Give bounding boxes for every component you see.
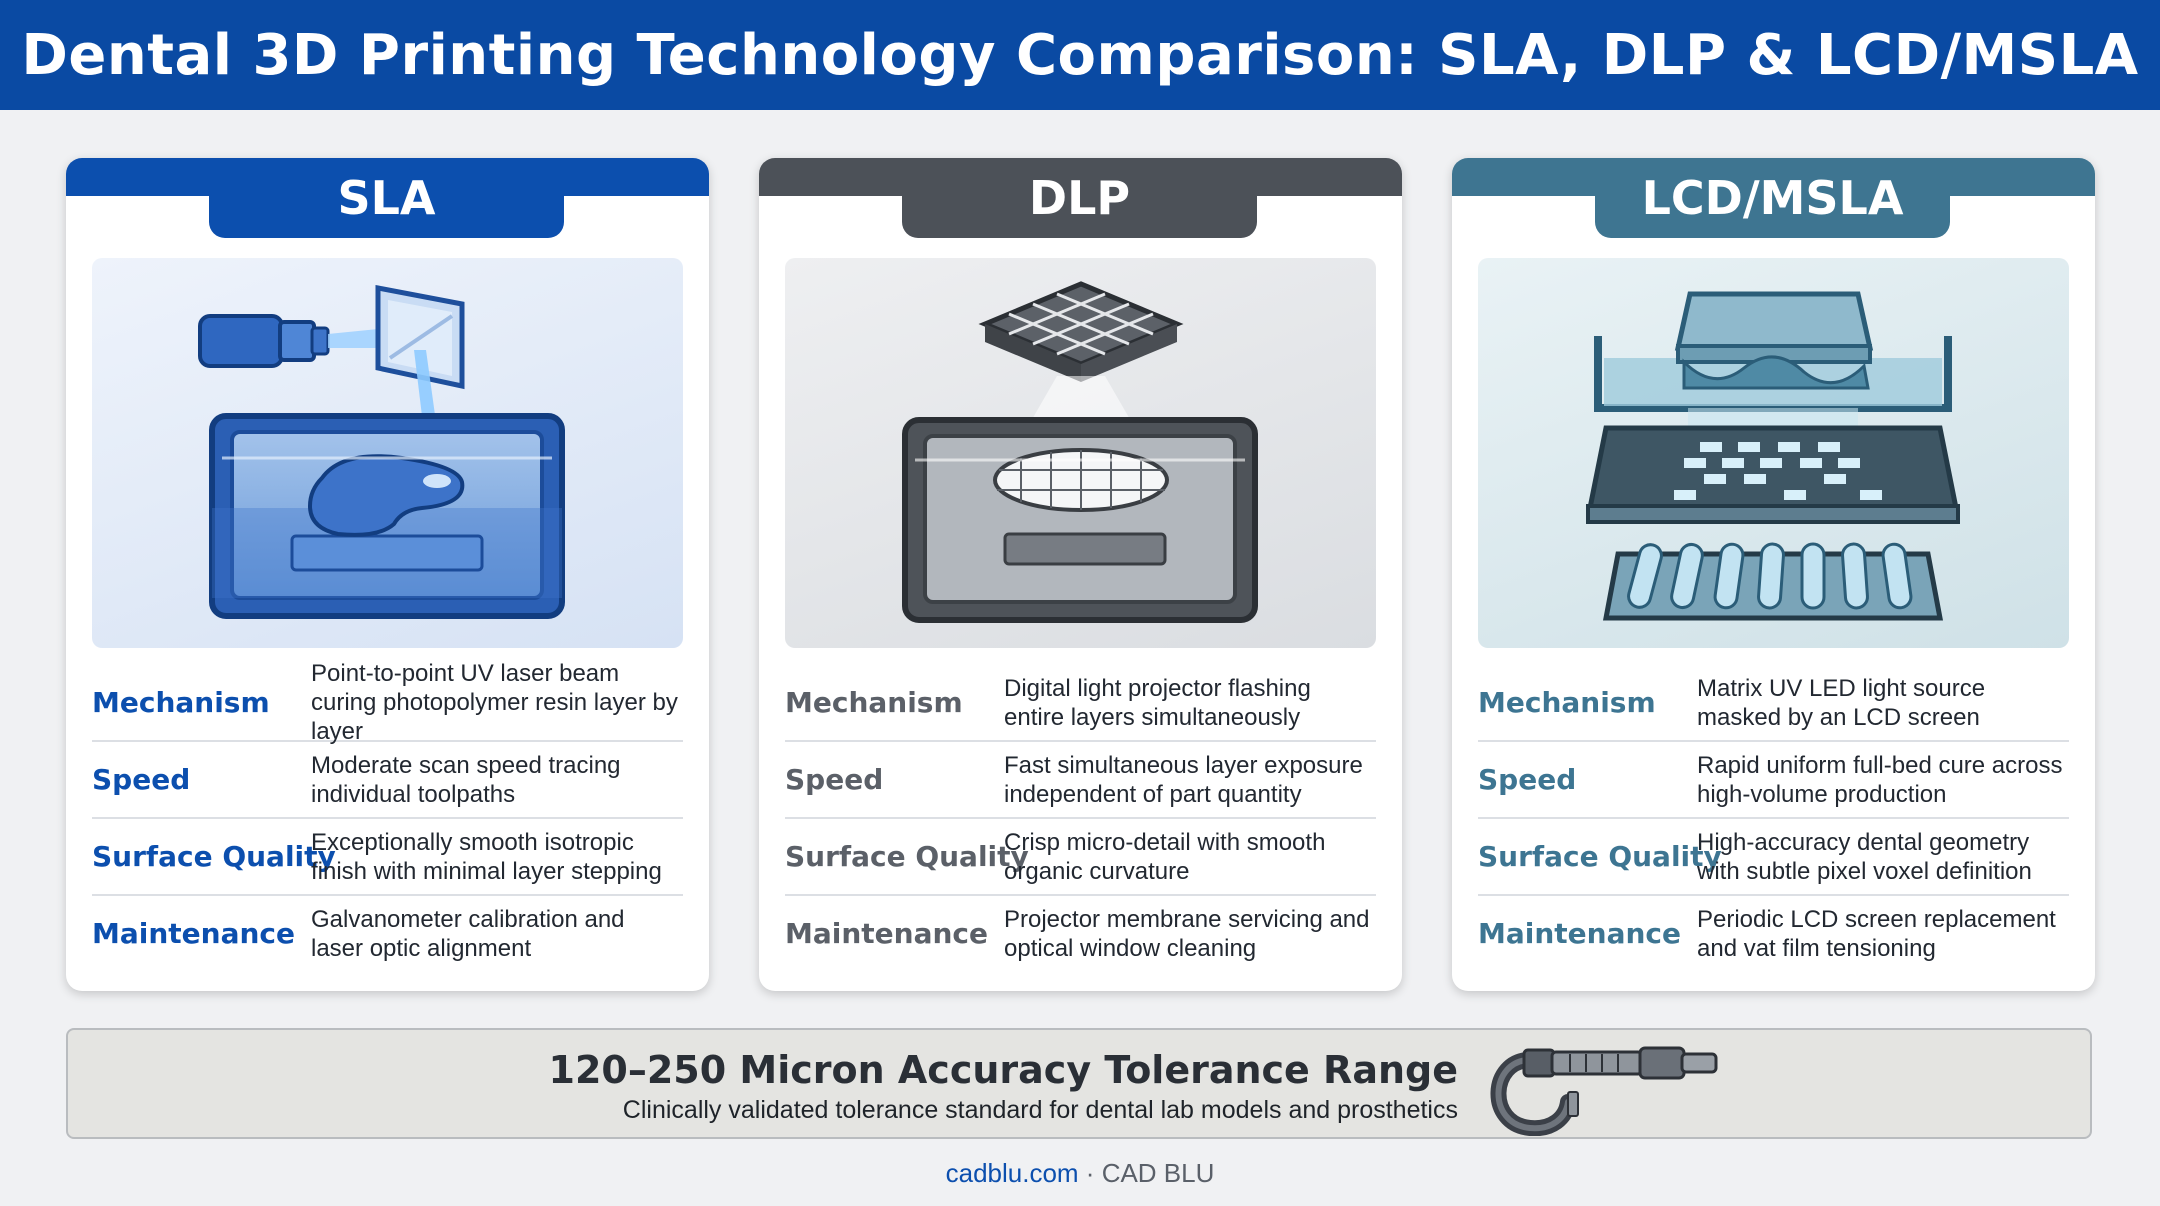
property-list: Mechanism Matrix UV LED light source mas… (1478, 665, 2069, 971)
property-row: Speed Moderate scan speed tracing indivi… (92, 742, 683, 819)
property-text: High-accuracy dental geometry with subtl… (1697, 828, 2032, 885)
property-label: Maintenance (785, 917, 989, 950)
property-label: Speed (92, 763, 191, 796)
property-row: Maintenance Galvanometer calibration and… (92, 896, 683, 971)
property-text: Moderate scan speed tracing individual t… (311, 751, 621, 808)
property-text: Projector membrane servicing and optical… (1004, 905, 1370, 962)
page-title: Dental 3D Printing Technology Comparison… (21, 22, 2139, 88)
property-label: Surface Quality (785, 840, 1029, 873)
property-text: Matrix UV LED light source masked by an … (1697, 674, 1986, 731)
micrometer-icon (1490, 1046, 1718, 1136)
property-row: Mechanism Matrix UV LED light source mas… (1478, 665, 2069, 742)
property-row: Surface Quality Exceptionally smooth iso… (92, 819, 683, 896)
tolerance-subtitle: Clinically validated tolerance standard … (622, 1096, 1458, 1124)
sla-card: SLA (66, 158, 709, 991)
property-row: Surface Quality Crisp micro-detail with … (785, 819, 1376, 896)
dlp-card: DLP (759, 158, 1402, 991)
tolerance-title: 120–250 Micron Accuracy Tolerance Range (548, 1048, 1458, 1092)
property-text: Periodic LCD screen replacement and vat … (1697, 905, 2056, 962)
property-text: Fast simultaneous layer exposure indepen… (1004, 751, 1363, 808)
property-label: Maintenance (1478, 917, 1682, 950)
laser-vat-icon (92, 258, 683, 648)
card-title: LCD/MSLA (1595, 158, 1950, 238)
property-row: Surface Quality High-accuracy dental geo… (1478, 819, 2069, 896)
brand-name: CAD BLU (1101, 1158, 1215, 1188)
credit-line: cadblu.com · CAD BLU (0, 1158, 2160, 1189)
property-row: Maintenance Projector membrane servicing… (785, 896, 1376, 971)
property-label: Speed (785, 763, 884, 796)
card-title: SLA (209, 158, 564, 238)
property-label: Mechanism (1478, 686, 1656, 719)
property-label: Mechanism (785, 686, 963, 719)
property-label: Maintenance (92, 917, 296, 950)
property-row: Speed Fast simultaneous layer exposure i… (785, 742, 1376, 819)
site-link[interactable]: cadblu.com (945, 1158, 1079, 1188)
property-label: Speed (1478, 763, 1577, 796)
property-label: Surface Quality (1478, 840, 1722, 873)
projector-vat-icon (785, 258, 1376, 648)
property-list: Mechanism Point-to-point UV laser beam c… (92, 660, 683, 971)
property-text: Digital light projector flashing entire … (1004, 674, 1311, 731)
card-title: DLP (902, 158, 1257, 238)
property-row: Maintenance Periodic LCD screen replacem… (1478, 896, 2069, 971)
property-row: Speed Rapid uniform full-bed cure across… (1478, 742, 2069, 819)
credit-separator: · (1078, 1158, 1102, 1188)
property-text: Point-to-point UV laser beam curing phot… (311, 660, 678, 745)
property-text: Galvanometer calibration and laser optic… (311, 905, 625, 962)
property-row: Mechanism Digital light projector flashi… (785, 665, 1376, 742)
property-label: Mechanism (92, 686, 270, 719)
property-text: Rapid uniform full-bed cure across high-… (1697, 751, 2063, 808)
tolerance-banner: 120–250 Micron Accuracy Tolerance Range … (66, 1028, 2092, 1139)
property-text: Exceptionally smooth isotropic finish wi… (311, 828, 662, 885)
property-label: Surface Quality (92, 840, 336, 873)
property-list: Mechanism Digital light projector flashi… (785, 665, 1376, 971)
property-text: Crisp micro-detail with smooth organic c… (1004, 828, 1326, 885)
property-row: Mechanism Point-to-point UV laser beam c… (92, 660, 683, 745)
lcd-msla-card: LCD/MSLA (1452, 158, 2095, 991)
lcd-mask-vat-icon (1478, 258, 2069, 648)
header-banner: Dental 3D Printing Technology Comparison… (0, 0, 2160, 110)
